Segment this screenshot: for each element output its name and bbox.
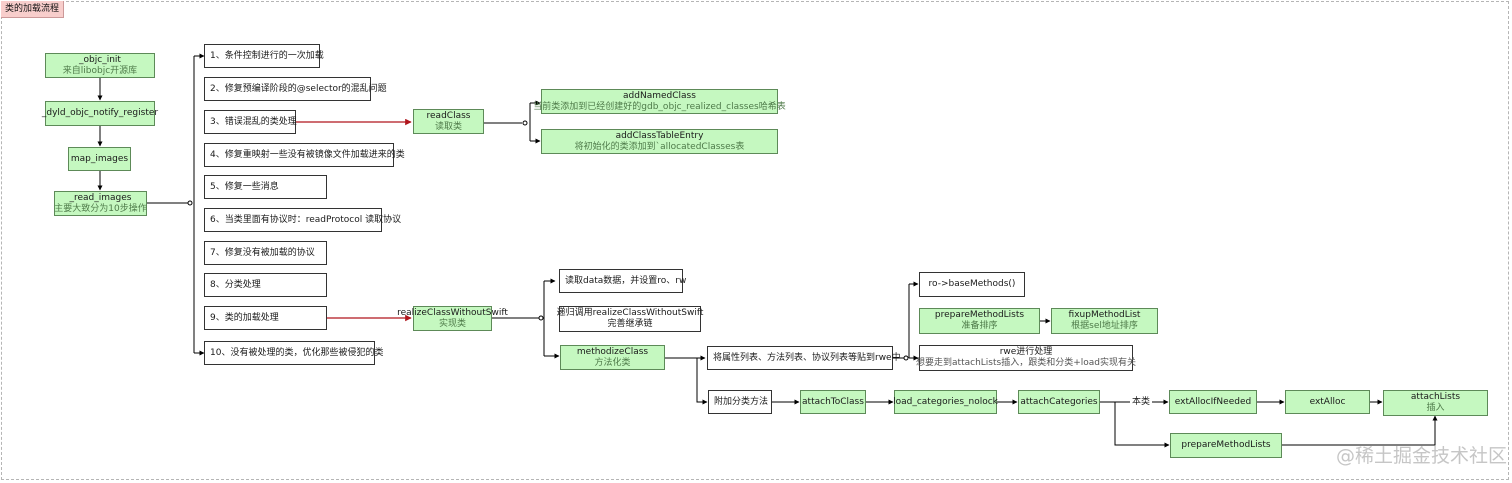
node-attachcategories: attachCategories <box>1018 390 1100 414</box>
node-extallocifneeded: extAllocIfNeeded <box>1169 390 1257 414</box>
node-methodize-sub: 方法化类 <box>594 357 631 368</box>
node-attach-category-title: 附加分类方法 <box>714 396 769 407</box>
node-readclass-title: readClass <box>426 110 471 121</box>
node-methodize-title: methodizeClass <box>576 346 649 357</box>
node-read-images-sub: 主要大致分为10步操作 <box>54 203 147 214</box>
node-dyld-title: _dyld_objc_notify_register <box>41 108 159 118</box>
node-addnamedclass-sub: 当前类添加到已经创建好的gdb_objc_realized_classes哈希表 <box>533 101 786 112</box>
node-read-images: _read_images 主要大致分为10步操作 <box>54 191 147 216</box>
node-readclass-sub: 读取类 <box>434 121 462 132</box>
node-step-9: 9、类的加载处理 <box>204 306 327 330</box>
node-attachlists-sub: 插入 <box>1426 403 1445 413</box>
edge-prepare2-to-attachlists <box>1282 415 1438 446</box>
edge-attachcategories-down <box>1114 402 1170 448</box>
node-addclasstableentry: addClassTableEntry 将初始化的类添加到`allocatedCl… <box>541 129 778 154</box>
node-readclass: readClass 读取类 <box>413 109 484 134</box>
node-rwe-process-sub: 想要走到attachLists插入，跟类和分类+load实现有关 <box>916 358 1136 368</box>
node-objc-init-sub: 来自libobjc开源库 <box>62 65 138 76</box>
node-step-1-title: 1、条件控制进行的一次加载 <box>210 50 324 61</box>
hub-readclass <box>522 120 528 126</box>
node-fixupmethodlist: fixupMethodList 根据sel地址排序 <box>1051 308 1158 334</box>
node-step-10: 10、没有被处理的类，优化那些被侵犯的类 <box>204 341 383 365</box>
node-rwe-process-title: rwe进行处理 <box>999 347 1053 357</box>
node-realize-sub: 实现类 <box>438 318 466 329</box>
node-addclasstableentry-title: addClassTableEntry <box>615 130 704 141</box>
node-attach-category-methods: 附加分类方法 <box>708 390 772 414</box>
node-recursive-call-sub: 完善继承链 <box>607 319 653 329</box>
node-rwe-process: rwe进行处理 想要走到attachLists插入，跟类和分类+load实现有关 <box>916 345 1136 371</box>
edge-label-benlei: 本类 <box>1130 397 1153 407</box>
node-step-8-title: 8、分类处理 <box>210 279 261 290</box>
node-step-7: 7、修复没有被加载的协议 <box>204 241 327 265</box>
node-step-3: 3、错误混乱的类处理 <box>204 110 297 134</box>
node-addnamedclass-title: addNamedClass <box>623 90 696 101</box>
node-step-7-title: 7、修复没有被加载的协议 <box>210 247 315 258</box>
hub-rwe <box>903 355 909 361</box>
node-addnamedclass: addNamedClass 当前类添加到已经创建好的gdb_objc_reali… <box>533 89 786 114</box>
node-addclasstableentry-sub: 将初始化的类添加到`allocatedClasses表 <box>574 141 745 152</box>
node-step-4: 4、修复重映射一些没有被镜像文件加载进来的类 <box>204 143 405 167</box>
node-realize-title: realizeClassWithoutSwift <box>397 307 508 318</box>
node-attachlists-title: attachLists <box>1410 392 1461 402</box>
node-attachlists: attachLists 插入 <box>1383 390 1488 416</box>
node-preparemethodlists-1: prepareMethodLists 准备排序 <box>919 308 1040 334</box>
edge-methodize-down <box>696 358 708 405</box>
node-load-categories-nolock: load_categories_nolock <box>893 390 998 414</box>
node-attachcategories-title: attachCategories <box>1020 396 1098 407</box>
node-objc-init: _objc_init 来自libobjc开源库 <box>45 53 155 78</box>
watermark: @稀土掘金技术社区 <box>1336 445 1508 467</box>
node-dyld-objc-notify-register: _dyld_objc_notify_register <box>41 101 159 126</box>
node-extallocifneeded-title: extAllocIfNeeded <box>1174 396 1252 407</box>
node-step-10-title: 10、没有被处理的类，优化那些被侵犯的类 <box>210 347 384 358</box>
node-attachtoclass: attachToClass <box>800 390 866 414</box>
node-step-6: 6、当类里面有协议时：readProtocol 读取协议 <box>204 208 401 232</box>
node-extalloc-title: extAlloc <box>1309 396 1346 407</box>
node-prepare1-title: prepareMethodLists <box>934 310 1025 320</box>
node-attachtoclass-title: attachToClass <box>802 396 864 407</box>
node-recursive-call-title: 递归调用realizeClassWithoutSwift <box>556 308 704 318</box>
node-fixup-title: fixupMethodList <box>1068 310 1141 320</box>
node-load-categories-title: load_categories_nolock <box>893 396 998 407</box>
node-attach-lists-rwe: 将属性列表、方法列表、协议列表等贴到rwe中 <box>707 346 901 370</box>
node-step-3-title: 3、错误混乱的类处理 <box>210 116 297 127</box>
node-read-images-title: _read_images <box>69 192 132 203</box>
node-read-data-title: 读取data数据，并设置ro、rw <box>565 275 687 286</box>
node-preparemethodlists-2: prepareMethodLists <box>1170 433 1282 458</box>
node-fixup-sub: 根据sel地址排序 <box>1071 321 1138 331</box>
node-step-6-title: 6、当类里面有协议时：readProtocol 读取协议 <box>210 214 402 225</box>
node-extalloc: extAlloc <box>1285 390 1370 414</box>
node-prepare2-title: prepareMethodLists <box>1181 440 1271 450</box>
node-step-9-title: 9、类的加载处理 <box>210 312 279 323</box>
node-realizeclasswithoutswift: realizeClassWithoutSwift 实现类 <box>397 306 508 331</box>
node-step-2-title: 2、修复预编译阶段的@selector的混乱问题 <box>210 83 387 94</box>
node-objc-init-title: _objc_init <box>79 54 121 65</box>
hub-read-images <box>187 200 193 206</box>
page-title: 类的加载流程 <box>1 1 65 18</box>
node-attach-lists-rwe-title: 将属性列表、方法列表、协议列表等贴到rwe中 <box>713 352 901 363</box>
node-step-8: 8、分类处理 <box>204 273 327 297</box>
hub-realize <box>538 315 544 321</box>
node-methodizeclass: methodizeClass 方法化类 <box>560 345 665 370</box>
node-map-images-title: map_images <box>70 153 129 164</box>
node-map-images: map_images <box>68 147 131 171</box>
node-ro-basemethods-title: ro->baseMethods() <box>928 279 1016 289</box>
node-step-1: 1、条件控制进行的一次加载 <box>204 44 324 68</box>
node-prepare1-sub: 准备排序 <box>961 321 998 331</box>
node-read-data: 读取data数据，并设置ro、rw <box>559 269 687 293</box>
node-step-5: 5、修复一些消息 <box>204 175 327 199</box>
node-recursive-call: 递归调用realizeClassWithoutSwift 完善继承链 <box>556 306 704 332</box>
node-step-2: 2、修复预编译阶段的@selector的混乱问题 <box>204 77 387 101</box>
node-ro-basemethods: ro->baseMethods() <box>919 272 1025 297</box>
node-step-5-title: 5、修复一些消息 <box>210 181 279 192</box>
node-step-4-title: 4、修复重映射一些没有被镜像文件加载进来的类 <box>210 149 405 160</box>
